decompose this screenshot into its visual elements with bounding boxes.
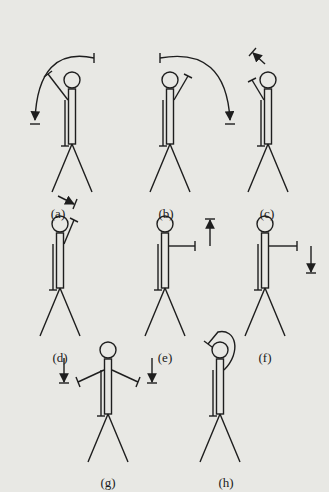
stick-figure — [200, 332, 240, 462]
figure-label: (g) — [100, 476, 115, 489]
figure-label: (f) — [259, 351, 272, 364]
stick-figure — [145, 216, 215, 336]
stick-figure — [248, 48, 288, 192]
motion-arrow — [35, 56, 94, 120]
motion-arrow — [151, 358, 152, 382]
motion-arrow — [58, 196, 74, 204]
stick-figure — [245, 216, 316, 336]
figure-label: (a) — [51, 207, 65, 220]
stick-figure — [150, 53, 235, 192]
motion-arrow — [310, 246, 311, 272]
stick-figure — [40, 196, 80, 336]
motion-arrow — [253, 53, 265, 64]
figure-label: (e) — [158, 351, 172, 364]
figure-label: (d) — [52, 351, 67, 364]
stick-figure — [30, 53, 94, 192]
stick-figure — [59, 342, 157, 462]
figure-label: (h) — [218, 476, 233, 489]
figure-label: (c) — [260, 207, 274, 220]
motion-arrow — [160, 56, 230, 120]
figure-label: (b) — [158, 207, 173, 220]
motion-arrow — [209, 220, 210, 246]
